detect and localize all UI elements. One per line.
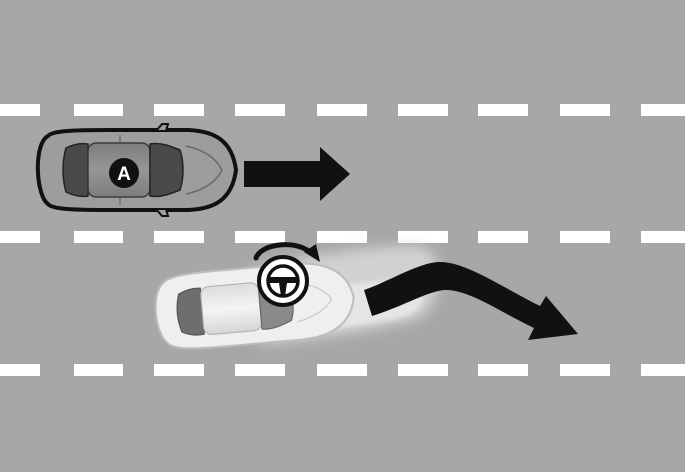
- lane-marking-bottom: [0, 364, 685, 376]
- rotate-clockwise-icon: [253, 242, 320, 262]
- vehicle-a-rear-window: [62, 142, 89, 198]
- lane-marking-middle: [0, 231, 685, 243]
- vehicle-a: A: [35, 123, 239, 217]
- vehicle-a-windshield: [149, 142, 184, 198]
- arrow-right-icon: [244, 147, 350, 201]
- white-vehicle-rear-window: [176, 287, 205, 336]
- steering-wheel-icon: [257, 255, 309, 307]
- white-vehicle: [154, 242, 439, 350]
- vehicle-a-label: A: [117, 164, 131, 185]
- lane-marking-top: [0, 104, 685, 116]
- curved-lane-change-arrow-icon: [364, 262, 578, 340]
- vehicle-a-badge: [109, 158, 139, 188]
- white-vehicle-roof: [200, 282, 263, 336]
